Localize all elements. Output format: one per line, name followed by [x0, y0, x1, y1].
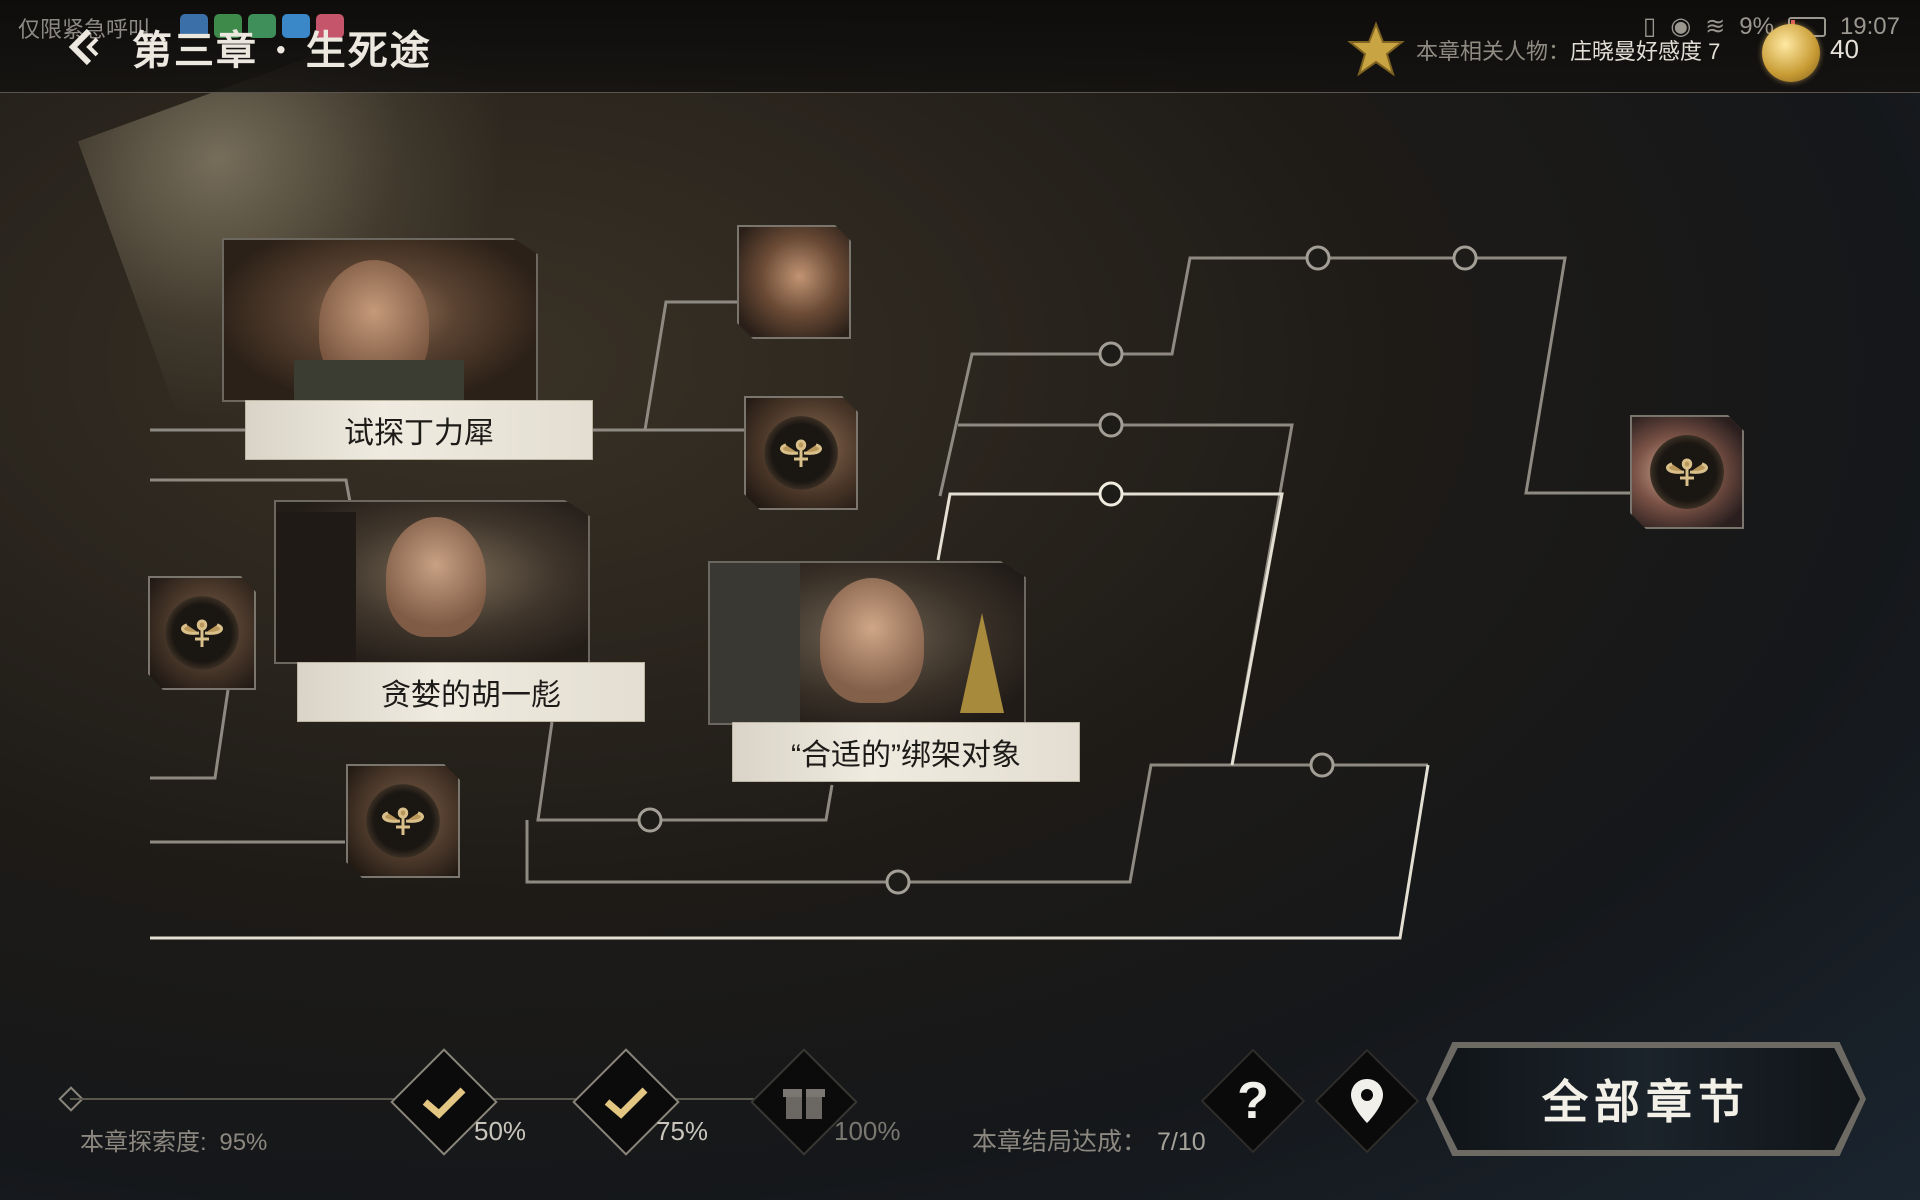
coin-icon [1762, 24, 1820, 82]
line-top-route [938, 256, 1632, 497]
milestone-100[interactable] [750, 1048, 858, 1156]
star-icon [1347, 21, 1405, 77]
character-portrait-locked[interactable] [346, 764, 460, 878]
ending-value: 7/10 [1157, 1128, 1206, 1156]
question-icon: ? [1237, 1072, 1269, 1130]
status-app-icons [180, 14, 344, 38]
line-left-3 [150, 689, 230, 780]
app-icon [316, 14, 344, 38]
character-portrait-locked[interactable] [1630, 415, 1744, 529]
check-icon [604, 1087, 648, 1119]
related-label: 本章相关人物： [1416, 39, 1571, 64]
line-left-2 [150, 478, 352, 503]
line-mid-route [958, 423, 1428, 767]
route-node [1452, 245, 1478, 271]
status-right: ▯ ◉ ≋ 9% 19:07 [1643, 12, 1900, 41]
clock: 19:07 [1839, 12, 1900, 40]
all-chapters-label: 全部章节 [1542, 1075, 1750, 1129]
line-active-bottom [150, 764, 1430, 940]
line-node1-upper [590, 300, 738, 432]
milestone-75-label: 75% [656, 1116, 709, 1146]
chevron-left-icon [68, 28, 99, 66]
eye-icon: ◉ [1670, 13, 1692, 40]
exploration-label: 本章探索度: 95% [80, 1122, 267, 1157]
milestone-50-label: 50% [474, 1116, 527, 1146]
line-bottom-mid [525, 763, 1232, 884]
character-portrait-locked[interactable] [148, 576, 256, 690]
story-card-2-image[interactable] [274, 500, 590, 664]
app-icon [248, 14, 276, 38]
story-card-3-image[interactable] [708, 561, 1026, 725]
back-button[interactable] [60, 22, 110, 72]
route-node [885, 869, 911, 895]
ending-progress: 本章结局达成： 7/10 [972, 1122, 1206, 1158]
route-node [637, 807, 663, 833]
route-node [1098, 412, 1124, 438]
top-bar: 仅限紧急呼叫 ▯ ◉ ≋ 9% 19:07 第三章 · 生死途 本章相关人物：庄… [0, 0, 1920, 93]
exploration-label-text: 本章探索度: [80, 1129, 207, 1156]
app-icon [282, 14, 310, 38]
route-node [1305, 245, 1331, 271]
story-node-label[interactable]: “合适的”绑架对象 [732, 722, 1080, 782]
background-lamp [960, 613, 1004, 713]
coin-count: 40 [1830, 34, 1859, 64]
character-portrait-unlocked[interactable] [737, 225, 851, 339]
route-node-active [1098, 481, 1124, 507]
ending-label-text: 本章结局达成： [972, 1128, 1148, 1156]
character-suit [294, 360, 464, 400]
story-card-1-image[interactable] [222, 238, 538, 402]
check-icon [422, 1087, 466, 1119]
related-value: 庄晓曼好感度 7 [1570, 39, 1721, 64]
chapter-title: 第三章 · 生死途 [132, 27, 432, 74]
bee-emblem-icon [366, 784, 440, 858]
app-icon [214, 14, 242, 38]
bee-emblem-icon [1650, 435, 1724, 509]
foreground-shoulder [276, 512, 356, 662]
route-node [1098, 341, 1124, 367]
exploration-value: 95% [219, 1129, 268, 1156]
related-character: 本章相关人物：庄晓曼好感度 7 [1416, 34, 1720, 66]
character-face [820, 578, 924, 703]
milestone-75[interactable] [572, 1048, 680, 1156]
story-node-label[interactable]: 贪婪的胡一彪 [297, 662, 645, 722]
milestone-50[interactable] [390, 1048, 498, 1156]
foreground-shoulder [710, 563, 800, 723]
line-node2-bottom [536, 721, 834, 822]
location-pin-icon [1351, 1079, 1383, 1123]
map-location-button[interactable] [1314, 1048, 1420, 1154]
character-portrait-locked[interactable] [744, 396, 858, 510]
wifi-icon: ≋ [1705, 13, 1726, 40]
bee-emblem-icon [764, 416, 838, 490]
story-node-label[interactable]: 试探丁力犀 [245, 400, 593, 460]
all-chapters-button[interactable]: 全部章节 [1432, 1048, 1860, 1150]
character-face [386, 517, 486, 637]
gift-icon [783, 1089, 825, 1119]
app-icon [180, 14, 208, 38]
vibrate-icon: ▯ [1642, 13, 1657, 40]
bee-emblem-icon [165, 596, 239, 670]
route-node [1309, 752, 1335, 778]
milestone-100-label: 100% [834, 1116, 901, 1146]
